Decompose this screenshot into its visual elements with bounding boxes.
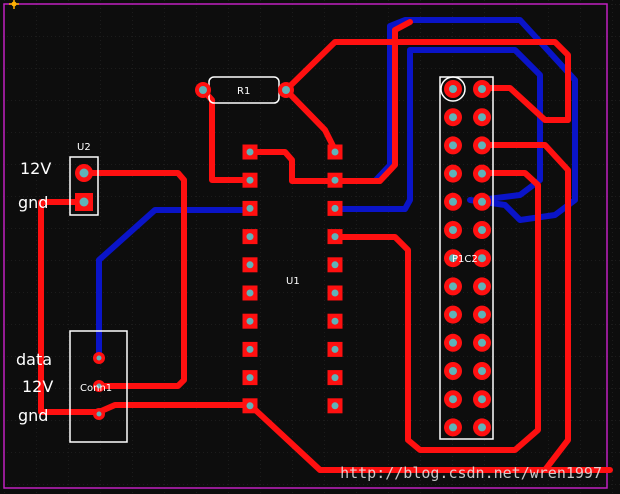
p1-pad-a-4-hole (449, 169, 457, 178)
p1-pad-b-7-hole (478, 254, 486, 263)
p1-pad-b-8-hole (478, 282, 486, 291)
u1-pad-right-9-hole (331, 374, 339, 382)
u1-pad-right-8-hole (331, 345, 339, 353)
p1-pad-b-9-hole (478, 310, 486, 319)
u1-pad-right-7-hole (331, 317, 339, 325)
u1-pad-left-6-hole (246, 289, 254, 297)
bottom-copper-traces (96, 17, 578, 361)
p1-pad-b-4-hole (478, 169, 486, 178)
p1-pad-a-10-hole (449, 338, 457, 347)
origin-marker (9, 0, 19, 9)
u1-pad-left-4-hole (246, 233, 254, 241)
watermark: http://blog.csdn.net/wren1997 (340, 464, 602, 482)
p1-pad-b-10-hole (478, 338, 486, 347)
p1-pad-a-7-hole (449, 254, 457, 263)
u2-silkscreen (69, 156, 99, 216)
u1-pad-left-2-hole (246, 176, 254, 184)
u1-pad-right-2-hole (331, 176, 339, 184)
u1-pad-left-7-hole (246, 317, 254, 325)
designator-p1: P1C2 (452, 254, 478, 265)
p1-pad-a-2-hole (449, 113, 457, 122)
conn1-connector (69, 330, 128, 443)
p1-pad-b-2-hole (478, 113, 486, 122)
label-conn-data: data (16, 350, 52, 369)
p1-pin1-marker (440, 76, 466, 102)
p1-pad-a-8-hole (449, 282, 457, 291)
designator-u2: U2 (77, 142, 91, 153)
u1-pad-left-1-hole (246, 148, 254, 156)
p1-pad-b-3-hole (478, 141, 486, 150)
p1-pad-b-5-hole (478, 197, 486, 206)
p1-silkscreen (439, 76, 494, 440)
label-u2-gnd: gnd (18, 193, 48, 212)
p1-pad-b-13-hole (478, 423, 486, 432)
p1-header-pads (444, 80, 491, 437)
u1-pad-right-4-hole (331, 233, 339, 241)
designator-conn1: Conn1 (80, 383, 112, 394)
u2-connector (69, 156, 99, 216)
u1-pad-right-6-hole (331, 289, 339, 297)
u1-pad-left-3-hole (246, 204, 254, 212)
label-u2-12v: 12V (20, 159, 51, 178)
p1-pad-a-6-hole (449, 226, 457, 234)
p1-pad-a-1-hole (449, 85, 457, 93)
designator-u1: U1 (286, 276, 300, 287)
label-conn-gnd: gnd (18, 406, 48, 425)
r1-resistor (195, 76, 294, 104)
u1-pad-left-9-hole (246, 374, 254, 382)
board-outline (3, 3, 608, 489)
u1-pad-right-10-hole (331, 402, 339, 410)
u1-pad-left-8-hole (246, 345, 254, 353)
p1-pad-b-12-hole (478, 395, 486, 404)
p1-pad-a-12-hole (449, 395, 457, 404)
u1-dip-pads (242, 144, 343, 414)
u1-pad-right-5-hole (331, 261, 339, 269)
p1-pad-b-11-hole (478, 367, 486, 375)
conn1-silkscreen (69, 330, 128, 443)
u1-pad-left-5-hole (246, 261, 254, 269)
p1-pad-a-9-hole (449, 310, 457, 319)
p1-pad-b-6-hole (478, 226, 486, 234)
u1-pad-right-3-hole (331, 204, 339, 212)
p1-pad-b-1-hole (478, 85, 486, 93)
u1-pad-right-1-hole (331, 148, 339, 156)
label-conn-12v: 12V (22, 377, 53, 396)
p1-pad-a-11-hole (449, 367, 457, 375)
designator-r1: R1 (237, 86, 250, 97)
p1-pad-a-3-hole (449, 141, 457, 150)
p1-pad-a-5-hole (449, 197, 457, 206)
u1-pad-left-10-hole (246, 402, 254, 410)
p1-pad-a-13-hole (449, 423, 457, 432)
